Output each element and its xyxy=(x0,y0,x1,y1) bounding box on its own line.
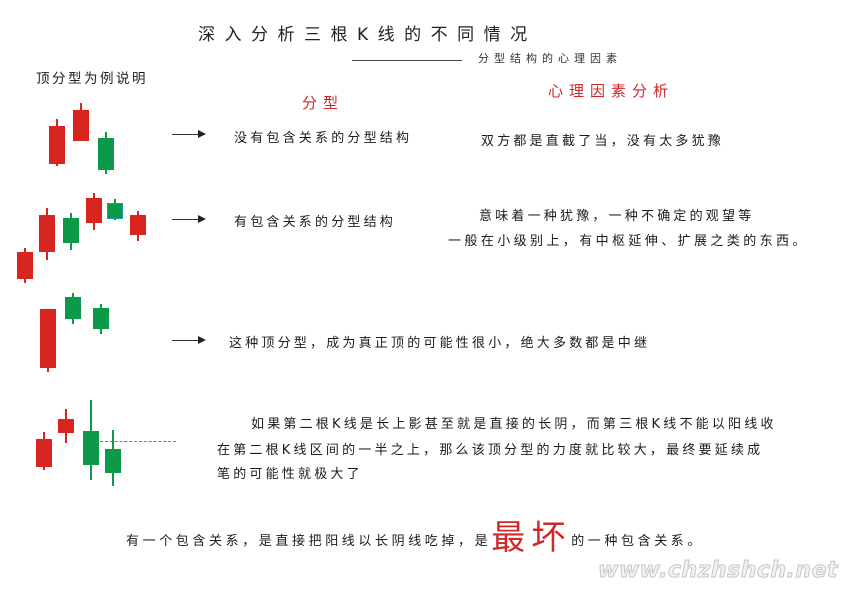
row4-line3: 笔的可能性就极大了 xyxy=(217,467,363,482)
candle-body xyxy=(86,198,102,223)
page-subtitle: 分型结构的心理因素 xyxy=(478,52,622,65)
page-title: 深入分析三根K线的不同情况 xyxy=(198,25,537,45)
candle-body xyxy=(73,110,89,141)
candle-body xyxy=(63,218,79,243)
midpoint-dash-line xyxy=(100,441,176,442)
candle-body xyxy=(98,138,114,170)
candle-body xyxy=(107,203,123,219)
candle-body xyxy=(130,215,146,235)
row2-analysis-line1: 意味着一种犹豫，一种不确定的观望等 xyxy=(479,209,755,224)
row4-line2: 在第二根K线区间的一半之上，那么该顶分型的力度就比较大，最终要延续成 xyxy=(217,443,764,458)
arrow-right-icon xyxy=(172,215,206,223)
conclusion: 有一个包含关系，是直接把阳线以长阴线吃掉，是最坏的一种包含关系。 xyxy=(126,510,704,559)
candle-body xyxy=(17,252,33,279)
candle-body xyxy=(65,297,81,319)
candle-body xyxy=(49,126,65,164)
candle-body xyxy=(40,309,56,368)
row3-pattern: 这种顶分型，成为真正顶的可能性很小，绝大多数都是中继 xyxy=(229,336,651,351)
subtitle-rule xyxy=(352,60,462,61)
row1-analysis: 双方都是直截了当，没有太多犹豫 xyxy=(481,134,725,149)
candle-body xyxy=(93,308,109,329)
column-heading-psychology: 心理因素分析 xyxy=(548,82,675,100)
candle-body xyxy=(36,439,52,467)
candle-body xyxy=(83,431,99,465)
conclusion-suffix: 的一种包含关系。 xyxy=(571,534,705,549)
row2-analysis-line2: 一般在小级别上，有中枢延伸、扩展之类的东西。 xyxy=(448,234,809,249)
conclusion-emphasis: 最坏 xyxy=(491,518,572,558)
conclusion-prefix: 有一个包含关系，是直接把阳线以长阴线吃掉，是 xyxy=(126,534,492,549)
column-heading-pattern: 分型 xyxy=(302,94,345,112)
intro-label: 顶分型为例说明 xyxy=(36,71,148,87)
arrow-right-icon xyxy=(172,336,206,344)
candle-body xyxy=(105,449,121,473)
row1-pattern: 没有包含关系的分型结构 xyxy=(234,131,413,146)
candle-body xyxy=(58,419,74,433)
watermark: www.chzhshch.net xyxy=(597,558,839,584)
row4-line1: 如果第二根K线是长上影甚至就是直接的长阴，而第三根K线不能以阳线收 xyxy=(251,417,777,432)
candle-body xyxy=(39,215,55,252)
row2-pattern: 有包含关系的分型结构 xyxy=(234,215,397,230)
arrow-right-icon xyxy=(172,130,206,138)
